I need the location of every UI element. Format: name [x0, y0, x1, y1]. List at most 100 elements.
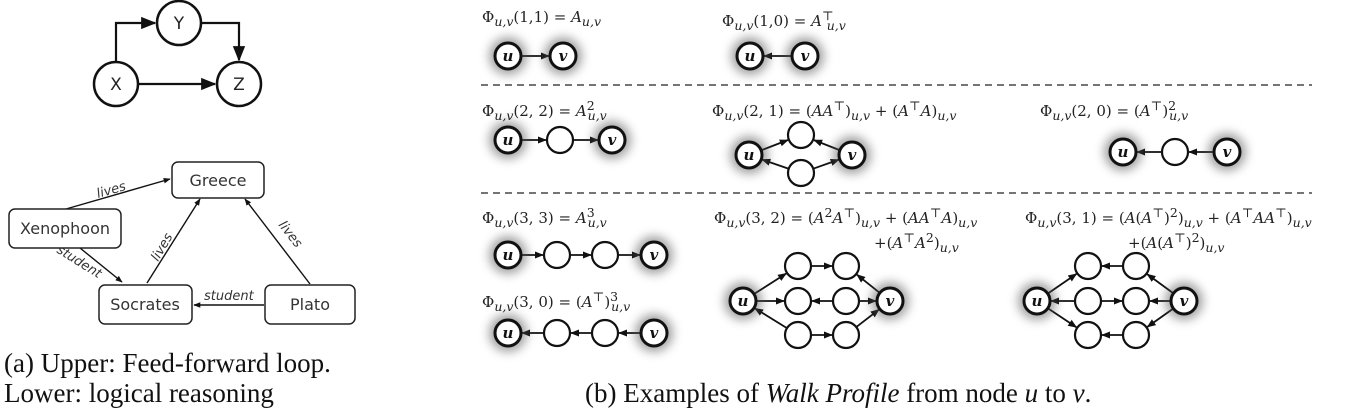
- caption-a-line1: (a) Upper: Feed-forward loop.: [4, 348, 331, 378]
- node-circle: [1073, 286, 1103, 316]
- node-circle: [786, 120, 816, 150]
- walk-node-intermediate: [1121, 320, 1151, 350]
- node-label-u: u: [1118, 143, 1129, 161]
- node-circle: [783, 251, 813, 281]
- node-z: Z: [215, 60, 263, 108]
- entity-socrates: Socrates: [98, 284, 193, 325]
- node-circle: [790, 41, 820, 71]
- node-label-v: v: [650, 246, 659, 264]
- entity-greece-label: Greece: [190, 171, 247, 190]
- walk-node-intermediate: [545, 125, 575, 155]
- edge-socrates-greece: [146, 198, 201, 284]
- node-circle: [1022, 286, 1052, 316]
- entity-plato: Plato: [264, 284, 356, 325]
- node-label-u: u: [503, 324, 514, 342]
- walk-node-v: v: [871, 282, 909, 320]
- walk-node-intermediate: [1121, 286, 1151, 316]
- node-circle: [542, 240, 572, 270]
- node-label-v: v: [1223, 143, 1232, 161]
- entity-xenophoon-label: Xenophoon: [20, 219, 110, 238]
- walk-node-intermediate: [786, 158, 816, 188]
- node-circle: [1121, 286, 1151, 316]
- formula-phi-2-2: Φu,v(2, 2) = A2u,v: [482, 98, 607, 123]
- walk-node-intermediate: [542, 240, 572, 270]
- edge-xenophoon-socrates: [79, 247, 123, 283]
- formula-phi-3-2: Φu,v(3, 2) = (A2A⊤)u,v + (AA⊤A)u,v+(A⊤A2…: [714, 205, 978, 255]
- walk-node-v: v: [1165, 282, 1203, 320]
- node-circle: [597, 125, 627, 155]
- node-circle: [735, 41, 765, 71]
- formula-phi-3-3: Φu,v(3, 3) = A3u,v: [482, 205, 607, 230]
- walk-node-v: v: [1208, 133, 1246, 171]
- caption-b: (b) Examples of Walk Profile from node u…: [585, 378, 1091, 408]
- walk-node-u: u: [1104, 133, 1142, 171]
- node-circle: [783, 286, 813, 316]
- node-y-label: Y: [173, 14, 185, 34]
- node-circle: [639, 318, 669, 348]
- walk-node-intermediate: [783, 286, 813, 316]
- formula-phi-3-1: Φu,v(3, 1) = (A(A⊤)2)u,v + (A⊤AA⊤)u,v+(A…: [1025, 205, 1312, 255]
- node-circle: [493, 318, 523, 348]
- node-circle: [831, 286, 861, 316]
- walk-node-u: u: [1018, 282, 1056, 320]
- walk-node-intermediate: [590, 318, 620, 348]
- caption-b-walk-profile: Walk Profile: [765, 378, 900, 408]
- caption-b-to: to: [1038, 378, 1073, 408]
- node-circle: [783, 320, 813, 350]
- node-circle: [1121, 251, 1151, 281]
- node-circle: [1121, 320, 1151, 350]
- feed-forward-loop-diagram: Y X Z: [92, 0, 263, 108]
- edge-xenophoon-greece: [65, 178, 171, 210]
- entity-socrates-label: Socrates: [110, 295, 180, 314]
- walk-edge: [754, 307, 788, 329]
- node-circle: [493, 240, 523, 270]
- node-x-label: X: [110, 75, 122, 95]
- node-circle: [875, 286, 905, 316]
- entity-greece: Greece: [171, 161, 265, 199]
- node-label-u: u: [738, 292, 749, 310]
- formula-phi-2-0: Φu,v(2, 0) = (A⊤)2u,v: [1040, 98, 1189, 123]
- walk-node-intermediate: [831, 251, 861, 281]
- node-y: Y: [155, 0, 203, 47]
- knowledge-graph-diagram: lives student lives lives student Greece…: [8, 161, 356, 325]
- node-label-v: v: [650, 324, 659, 342]
- node-circle: [831, 320, 861, 350]
- node-label-v: v: [801, 47, 810, 65]
- node-circle: [1169, 286, 1199, 316]
- formula-phi-2-1: Φu,v(2, 1) = (AA⊤)u,v + (A⊤A)u,v: [712, 98, 957, 123]
- node-z-label: Z: [233, 75, 245, 95]
- walk-node-intermediate: [1073, 286, 1103, 316]
- edge-label-lives: lives: [95, 179, 128, 202]
- edge-plato-greece: [244, 198, 311, 285]
- node-circle: [728, 286, 758, 316]
- node-label-u: u: [744, 146, 755, 164]
- walk-node-u: u: [489, 121, 527, 159]
- walk-node-u: u: [489, 236, 527, 274]
- node-circle: [1160, 137, 1190, 167]
- node-circle: [542, 318, 572, 348]
- walk-node-v: v: [635, 314, 673, 352]
- walk-node-u: u: [731, 37, 769, 75]
- walk-node-intermediate: [831, 286, 861, 316]
- node-circle: [590, 240, 620, 270]
- walk-node-u: u: [489, 314, 527, 352]
- node-circle: [1073, 251, 1103, 281]
- walk-node-intermediate: [1160, 137, 1190, 167]
- node-label-u: u: [745, 47, 756, 65]
- node-circle: [493, 41, 523, 71]
- caption-b-mid: from node: [899, 378, 1025, 408]
- node-circle: [639, 240, 669, 270]
- node-circle: [590, 318, 620, 348]
- walk-diagrams: u v u v u v u v u v u v u v u v u v: [489, 37, 1246, 352]
- walk-node-v: v: [833, 136, 871, 174]
- node-label-v: v: [608, 131, 617, 149]
- node-x: X: [92, 60, 140, 108]
- walk-node-v: v: [544, 37, 582, 75]
- node-label-u: u: [1032, 292, 1043, 310]
- walk-node-intermediate: [831, 320, 861, 350]
- formula-phi-3-0: Φu,v(3, 0) = (A⊤)3u,v: [482, 289, 631, 314]
- caption-b-end: .: [1084, 378, 1092, 408]
- node-label-u: u: [503, 47, 514, 65]
- node-circle: [831, 251, 861, 281]
